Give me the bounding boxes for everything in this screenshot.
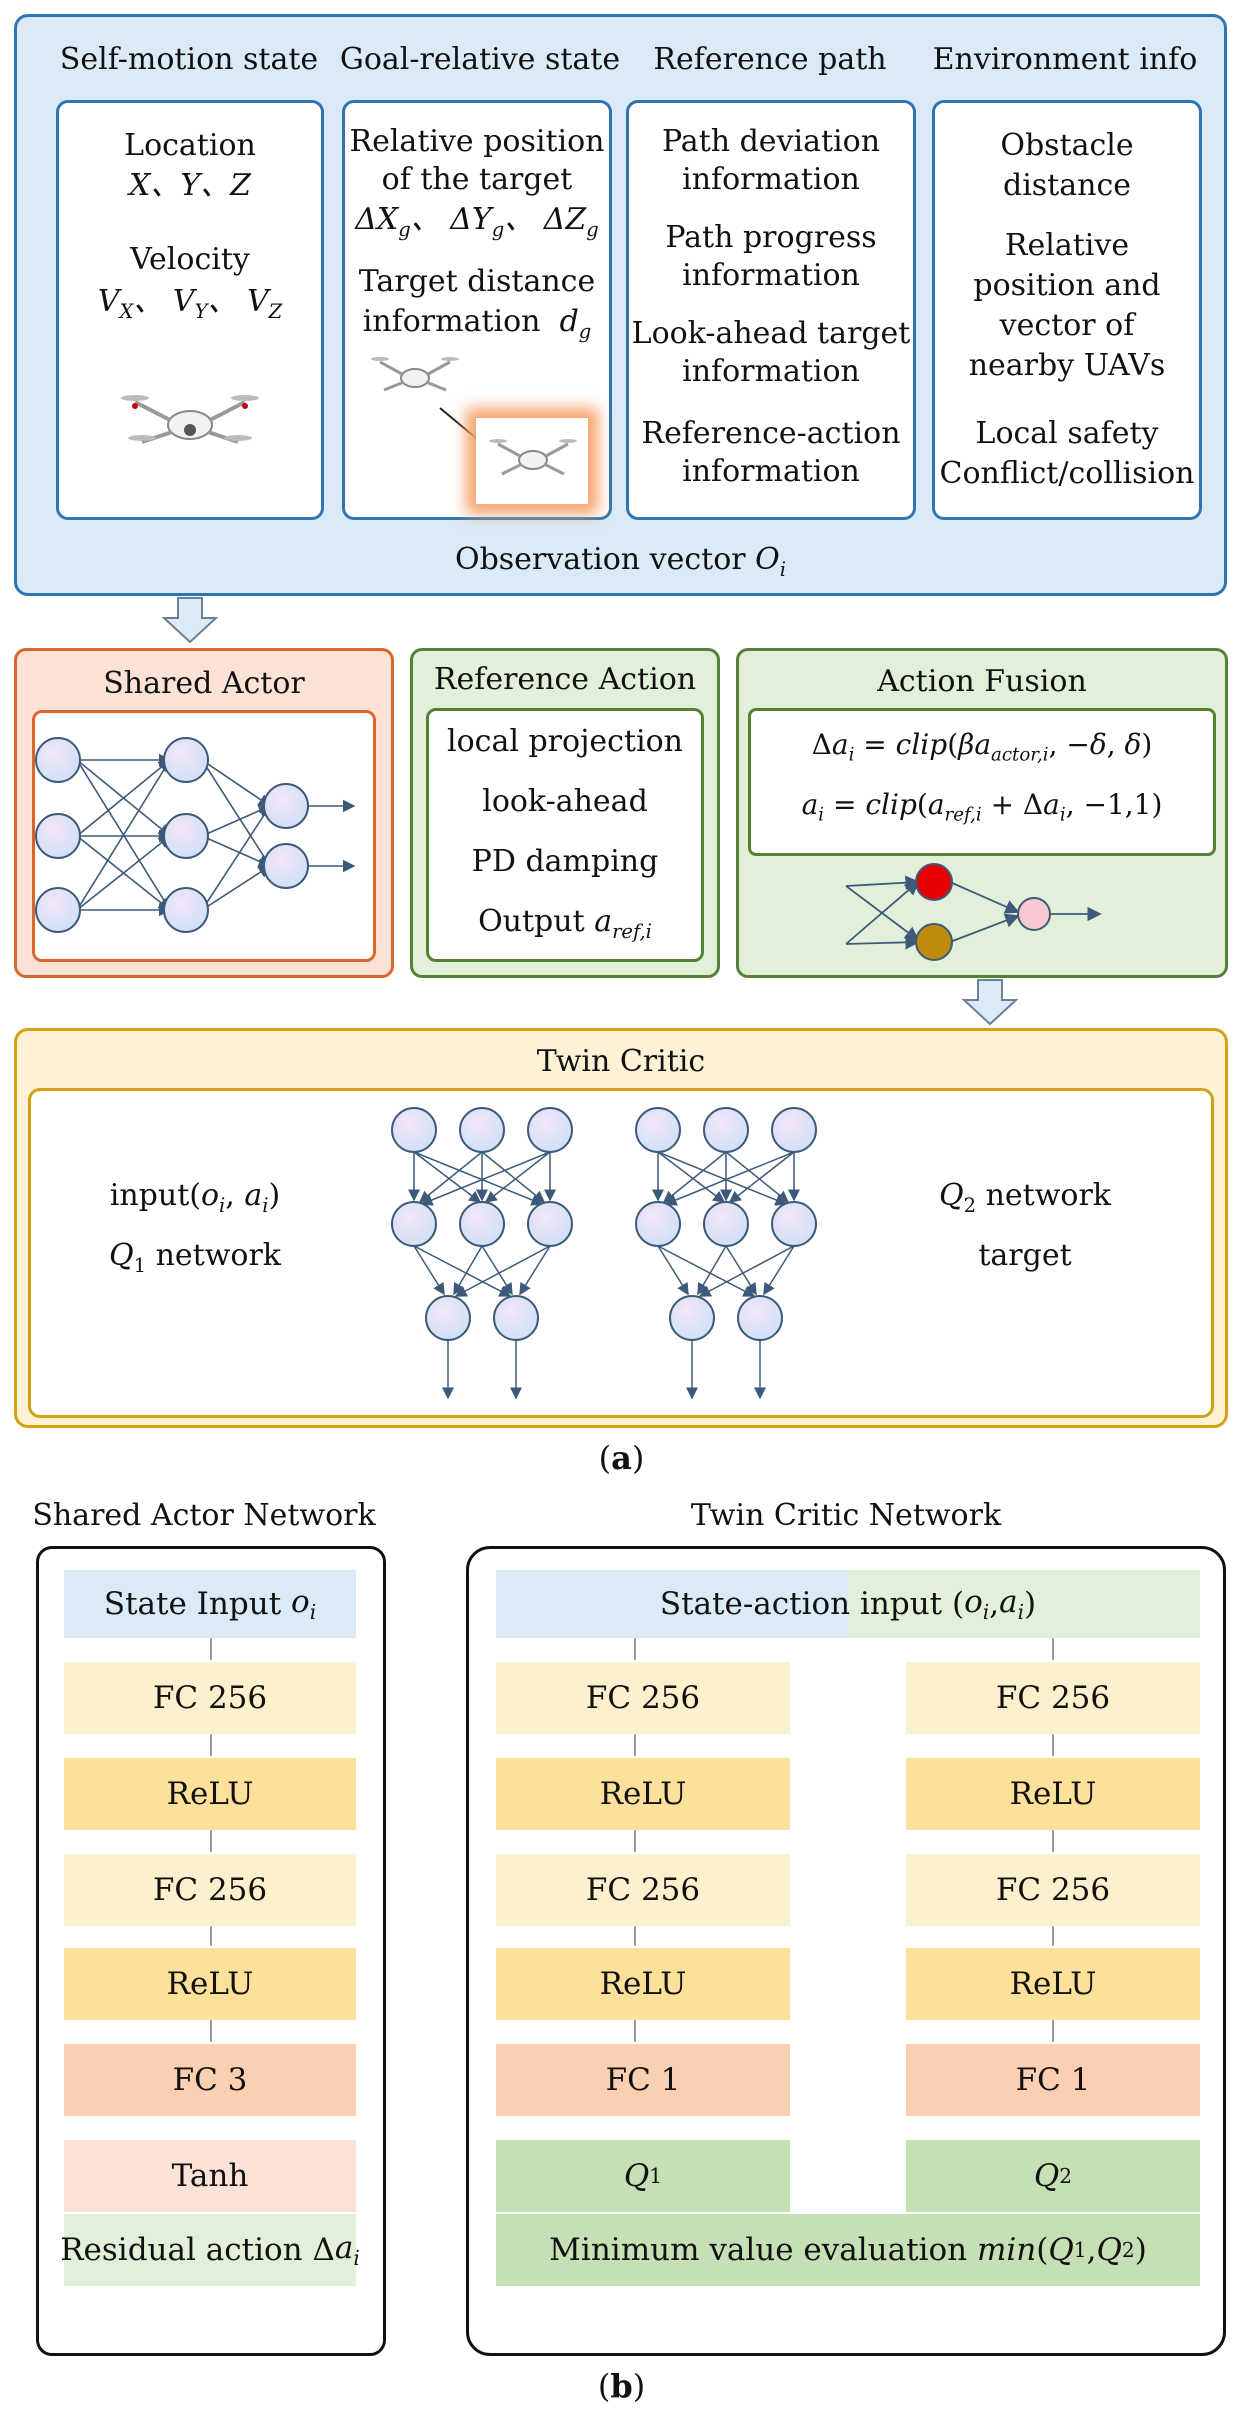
critic-network-graphic	[391, 1107, 817, 1400]
down-arrow-icon	[161, 597, 219, 644]
ref-path-line-4: information	[682, 258, 860, 293]
rel-pos-line1: Relative position	[349, 124, 605, 159]
actor-layer-relu-2: ReLU	[64, 1948, 356, 2020]
col-title-self-motion: Self-motion state	[59, 42, 319, 77]
actor-layer-fc3: FC 3	[64, 2044, 356, 2116]
critic-q1-relu-1: ReLU	[496, 1758, 790, 1830]
target-label: target	[978, 1238, 1072, 1273]
action-fusion-title: Action Fusion	[877, 664, 1087, 699]
critic-q1-fc1: FC 1	[496, 2044, 790, 2116]
critic-q1-relu-2: ReLU	[496, 1948, 790, 2020]
env-line-7: Local safety	[975, 416, 1159, 451]
observation-vector-label: Observation vector Oi	[454, 542, 787, 581]
critic-network-frame	[466, 1546, 1226, 2356]
critic-q2-fc256-2: FC 256	[906, 1854, 1200, 1926]
q1-network-label: Q1 network	[109, 1238, 281, 1277]
actor-network-title: Shared Actor Network	[32, 1498, 376, 1533]
env-line-5: vector of	[999, 308, 1135, 343]
env-line-2: distance	[1002, 168, 1131, 203]
critic-q2-relu-2: ReLU	[906, 1948, 1200, 2020]
critic-q2-fc1: FC 1	[906, 2044, 1200, 2116]
ref-item-local-projection: local projection	[447, 724, 683, 759]
critic-network-title: Twin Critic Network	[690, 1498, 1002, 1533]
ref-path-line-5: Look-ahead target	[631, 316, 911, 351]
ref-path-line-6: information	[682, 354, 860, 389]
location-vars: X、Y、Z	[128, 168, 251, 203]
actor-state-input: State Input oi	[64, 1570, 356, 1638]
ref-path-line-3: Path progress	[665, 220, 877, 255]
ref-path-line-8: information	[682, 454, 860, 489]
rel-pos-vars: ΔXg、 ΔYg、 ΔZg	[355, 202, 599, 241]
col-title-goal-relative: Goal-relative state	[339, 42, 621, 77]
critic-q1-fc256-2: FC 256	[496, 1854, 790, 1926]
env-line-6: nearby UAVs	[968, 348, 1166, 383]
critic-input-label: input(oi, ai)	[109, 1178, 281, 1217]
env-line-3: Relative	[1004, 228, 1130, 263]
rel-pos-line2: of the target	[381, 162, 573, 197]
actor-layer-tanh: Tanh	[64, 2140, 356, 2212]
critic-q2-relu-1: ReLU	[906, 1758, 1200, 1830]
critic-input-bg-left	[496, 1570, 848, 1638]
actor-network-graphic	[35, 737, 356, 933]
actor-layer-fc256-1: FC 256	[64, 1662, 356, 1734]
reference-action-title: Reference Action	[433, 662, 697, 697]
location-label: Location	[124, 128, 256, 163]
environment-info-box	[932, 100, 1202, 520]
critic-input-bg-right	[848, 1570, 1200, 1638]
twin-critic-title: Twin Critic	[536, 1044, 706, 1079]
formula-delta-a: Δai = clip(βaactor,i, −δ, δ)	[811, 728, 1153, 766]
critic-state-action-input: State-action input (oi, ai)	[659, 1583, 1037, 1625]
caption-b: (b)	[597, 2367, 646, 2405]
q2-network-label: Q2 network	[939, 1178, 1111, 1217]
target-dist-line1: Target distance	[358, 264, 596, 299]
fusion-graphic	[845, 863, 1102, 961]
caption-a: (a)	[598, 1439, 645, 1477]
formula-a: ai = clip(aref,i + Δai, −1,1)	[801, 788, 1163, 826]
self-motion-box	[56, 100, 324, 520]
drone-icon	[121, 395, 259, 444]
critic-q1-fc256-1: FC 256	[496, 1662, 790, 1734]
actor-layer-relu-1: ReLU	[64, 1758, 356, 1830]
down-arrow-icon-2	[961, 979, 1019, 1026]
actor-network-frame	[36, 1546, 386, 2356]
reference-action-inner	[426, 708, 704, 962]
actor-layer-fc256-2: FC 256	[64, 1854, 356, 1926]
col-title-environment-info: Environment info	[932, 42, 1198, 77]
reference-path-box	[626, 100, 916, 520]
ref-item-look-ahead: look-ahead	[482, 784, 648, 819]
ref-path-line-2: information	[682, 162, 860, 197]
shared-actor-title: Shared Actor	[103, 666, 305, 701]
ref-path-line-7: Reference-action	[641, 416, 901, 451]
ref-item-output: Output aref,i	[478, 904, 652, 943]
action-fusion-formula-box	[748, 708, 1216, 856]
target-drone-icon	[489, 439, 577, 476]
critic-q2-fc256-1: FC 256	[906, 1662, 1200, 1734]
env-line-8: Conflict/collision	[939, 456, 1195, 491]
target-dist-line2: information dg	[362, 304, 592, 343]
ref-item-pd-damping: PD damping	[471, 844, 659, 879]
drone-icon-small	[371, 357, 459, 392]
velocity-vars: VX、 VY、 VZ	[97, 284, 283, 323]
twin-critic-inner	[28, 1088, 1214, 1418]
velocity-label: Velocity	[130, 242, 250, 277]
col-title-reference-path: Reference path	[653, 42, 887, 77]
env-line-4: position and	[973, 268, 1161, 303]
ref-path-line-1: Path deviation	[661, 124, 881, 159]
env-line-1: Obstacle	[1000, 128, 1134, 163]
